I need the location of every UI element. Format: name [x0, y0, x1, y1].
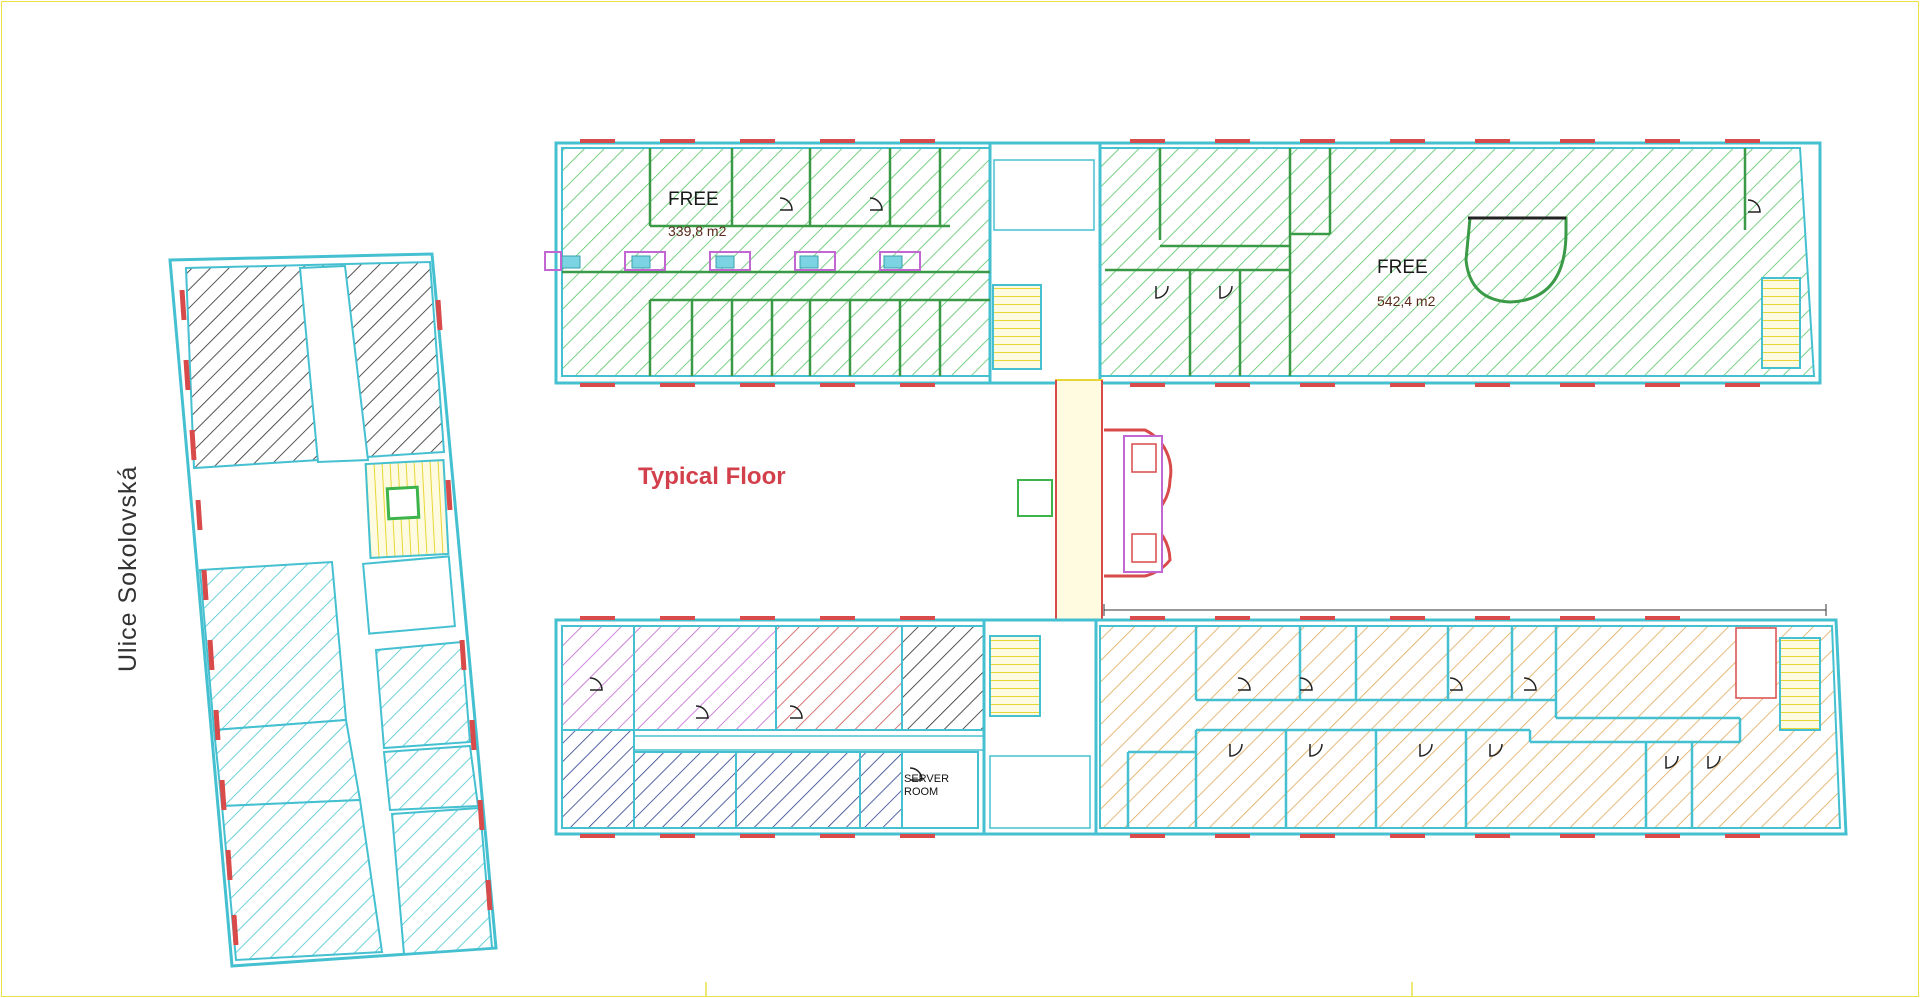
- server-room-label: SERVER ROOM: [904, 773, 950, 798]
- connecting-bridge: [1017, 379, 1173, 621]
- street-label: Ulice Sokolovská: [114, 465, 142, 672]
- room-area-free-2: 542,4 m2: [1377, 293, 1436, 309]
- left-building: [168, 252, 498, 968]
- top-wing: [544, 139, 1822, 387]
- plan-title: Typical Floor: [638, 463, 786, 490]
- room-label-free-2: FREE: [1377, 257, 1428, 278]
- room-area-free-1: 339,8 m2: [668, 223, 727, 239]
- room-label-free-1: FREE: [668, 189, 719, 210]
- door-swings: [589, 197, 1761, 781]
- bottom-wing: [554, 604, 1848, 838]
